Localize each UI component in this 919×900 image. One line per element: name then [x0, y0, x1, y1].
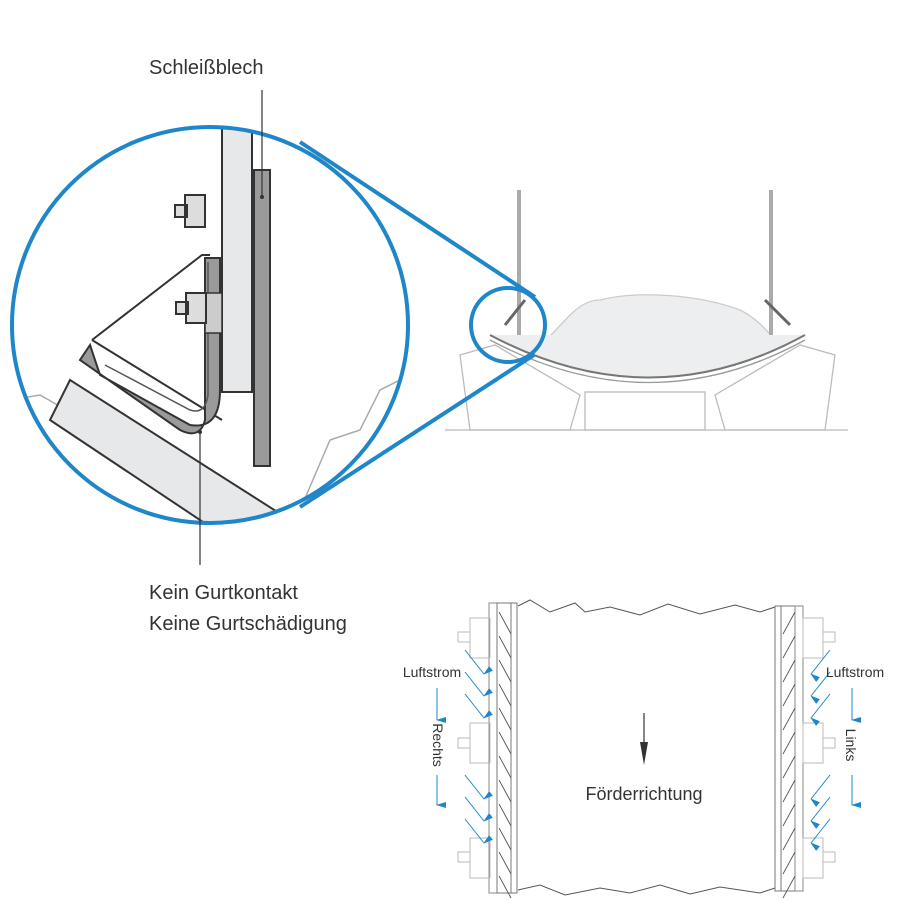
- conveyor-top-view: [457, 599, 836, 896]
- skirt-hatch-line: [782, 827, 796, 851]
- airflow-arrows: [464, 649, 831, 851]
- label-airflow-left: Luftstrom: [826, 664, 884, 680]
- skirt-hatch-line: [782, 803, 796, 827]
- skirt-hatch-line: [498, 611, 512, 635]
- airflow-arrow: [464, 774, 493, 800]
- skirt-hatch-line: [498, 683, 512, 707]
- skirt-hatch-line: [782, 683, 796, 707]
- skirt-hatch-line: [498, 827, 512, 851]
- label-airflow-right: Luftstrom: [403, 664, 461, 680]
- skirt-hatch-line: [498, 635, 512, 659]
- skirt-hatch-line: [498, 851, 512, 875]
- detail-marker-circle: [469, 286, 547, 364]
- skirt-hatch-line: [782, 659, 796, 683]
- label-conveying-direction: Förderrichtung: [585, 784, 702, 804]
- wear-plate: [253, 169, 271, 467]
- skirt-hatching: [498, 611, 796, 899]
- skirt-hatch-line: [498, 731, 512, 755]
- skirt-hatch-line: [498, 875, 512, 899]
- airflow-arrow: [810, 649, 831, 682]
- magnifier-circle: [10, 125, 410, 525]
- airflow-arrow: [464, 796, 493, 822]
- skirt-hatch-line: [498, 659, 512, 683]
- airflow-arrow: [464, 818, 493, 844]
- skirt-hatch-line: [782, 875, 796, 899]
- airflow-arrow: [810, 693, 831, 726]
- skirt-hatch-line: [498, 707, 512, 731]
- airflow-arrow: [810, 796, 831, 829]
- label-wear-plate: Schleißblech: [149, 57, 264, 79]
- skirt-hatch-line: [782, 851, 796, 875]
- airflow-arrow: [810, 774, 831, 807]
- skirt-hatch-line: [782, 755, 796, 779]
- skirt-hatch-line: [782, 707, 796, 731]
- direction-arrow-head: [640, 742, 648, 765]
- skirt-hatch-line: [782, 635, 796, 659]
- airflow-arrow: [464, 649, 493, 675]
- airflow-arrow: [810, 671, 831, 704]
- airflow-arrow: [810, 818, 831, 851]
- skirt-hatch-line: [498, 803, 512, 827]
- label-no-damage: Keine Gurtschädigung: [149, 613, 347, 635]
- skirt-hatch-line: [782, 611, 796, 635]
- airflow-arrow: [464, 693, 493, 719]
- skirt-hatch-line: [498, 755, 512, 779]
- skirt-hatch-line: [782, 731, 796, 755]
- skirt-hatch-line: [498, 779, 512, 803]
- skirt-hatch-line: [782, 779, 796, 803]
- zoom-line-top: [298, 140, 537, 299]
- label-no-contact: Kein Gurtkontakt: [149, 582, 298, 604]
- zoom-line-bottom: [298, 353, 536, 509]
- conveyor-cross-section: [445, 190, 848, 431]
- label-right: Rechts: [430, 723, 446, 767]
- label-left: Links: [843, 729, 859, 762]
- magnified-detail: [12, 127, 408, 523]
- airflow-arrow: [464, 671, 493, 697]
